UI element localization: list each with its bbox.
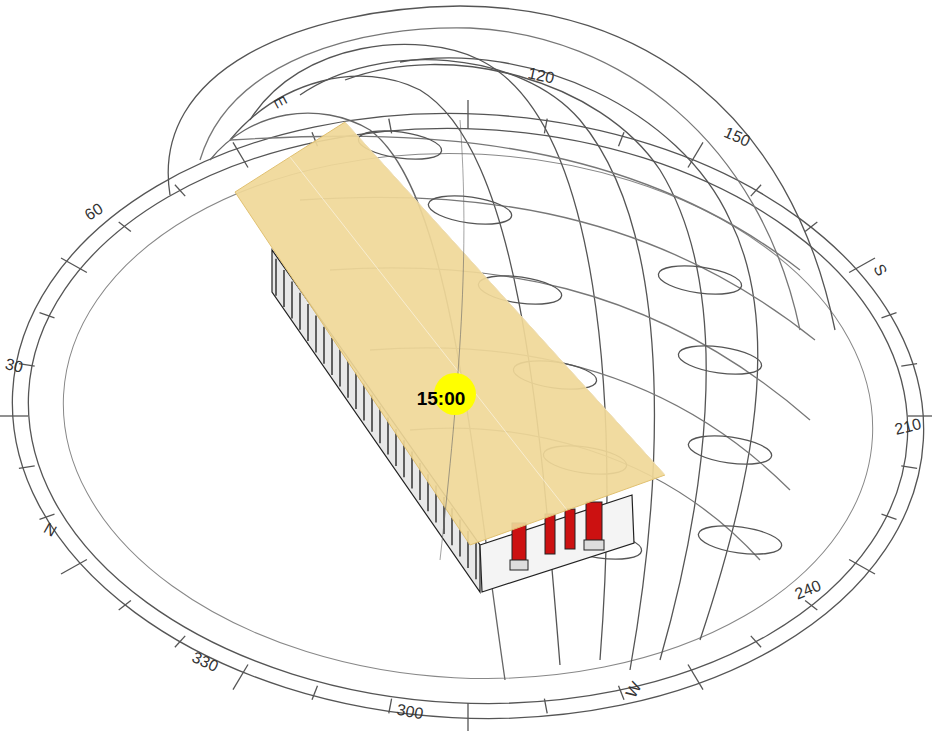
tick-mark	[751, 185, 761, 196]
compass-label: 300	[395, 702, 424, 722]
tick-mark	[61, 258, 87, 273]
tick-mark	[467, 100, 468, 129]
tick-mark	[175, 636, 185, 647]
facade-fin	[339, 349, 341, 386]
facade-fin	[347, 361, 349, 398]
tick-mark	[467, 703, 468, 731]
tick-mark	[908, 415, 932, 416]
facade-fin	[363, 384, 365, 421]
tick-mark	[40, 514, 55, 519]
tick-mark	[233, 665, 248, 690]
analemma-loop	[657, 261, 744, 298]
tick-mark	[882, 514, 897, 519]
roof-plane	[235, 122, 665, 545]
facade-fin	[475, 542, 477, 579]
tick-mark	[849, 560, 875, 575]
tick-mark	[233, 142, 248, 167]
dome-outline	[168, 6, 835, 330]
analemma-loop	[677, 341, 764, 378]
facade-fin	[379, 406, 381, 443]
tick-mark	[119, 601, 131, 611]
analemma-loop	[687, 431, 774, 468]
facade-fin	[371, 395, 373, 432]
facade-fin	[331, 338, 333, 375]
tick-mark	[312, 686, 318, 700]
tick-mark	[688, 142, 703, 167]
compass-label: E	[270, 94, 289, 111]
tick-mark	[688, 665, 703, 690]
compass-label: 240	[793, 578, 824, 603]
compass-label: 210	[893, 416, 923, 438]
compass-label: 330	[190, 649, 221, 675]
facade-fin	[275, 259, 277, 296]
tick-mark	[751, 636, 761, 647]
tick-mark	[61, 560, 87, 575]
tick-mark	[0, 415, 28, 416]
tick-mark	[901, 364, 917, 367]
inner-ring	[14, 106, 923, 725]
tick-mark	[119, 222, 131, 232]
tick-marks	[0, 100, 932, 731]
compass-label: N	[41, 520, 59, 540]
tick-mark	[805, 222, 817, 232]
facade-fin	[323, 327, 325, 364]
roof-ridge	[290, 122, 665, 510]
facade-fin	[355, 372, 357, 409]
time-label: 15:00	[417, 389, 466, 408]
facade-fin	[291, 281, 293, 318]
analemma-loop	[697, 521, 784, 558]
facade-fin	[299, 293, 301, 330]
tick-mark	[805, 601, 817, 611]
outer-ring	[0, 91, 932, 731]
tick-mark	[19, 466, 35, 469]
compass-label: W	[623, 679, 644, 700]
compass-label: 150	[722, 124, 753, 149]
facade-fin	[315, 315, 317, 352]
tick-mark	[40, 313, 55, 318]
tick-mark	[175, 185, 185, 196]
tick-mark	[882, 313, 897, 318]
compass-label: 30	[3, 356, 24, 376]
tick-mark	[544, 699, 547, 714]
compass-label: 60	[82, 201, 106, 224]
tick-mark	[901, 466, 917, 469]
facade-fin	[307, 304, 309, 341]
analemma-loop	[427, 191, 514, 228]
tick-mark	[389, 699, 392, 714]
facade-fin	[283, 270, 285, 307]
sun-path	[440, 120, 464, 560]
compass-label: S	[870, 262, 889, 279]
tick-mark	[619, 132, 625, 146]
